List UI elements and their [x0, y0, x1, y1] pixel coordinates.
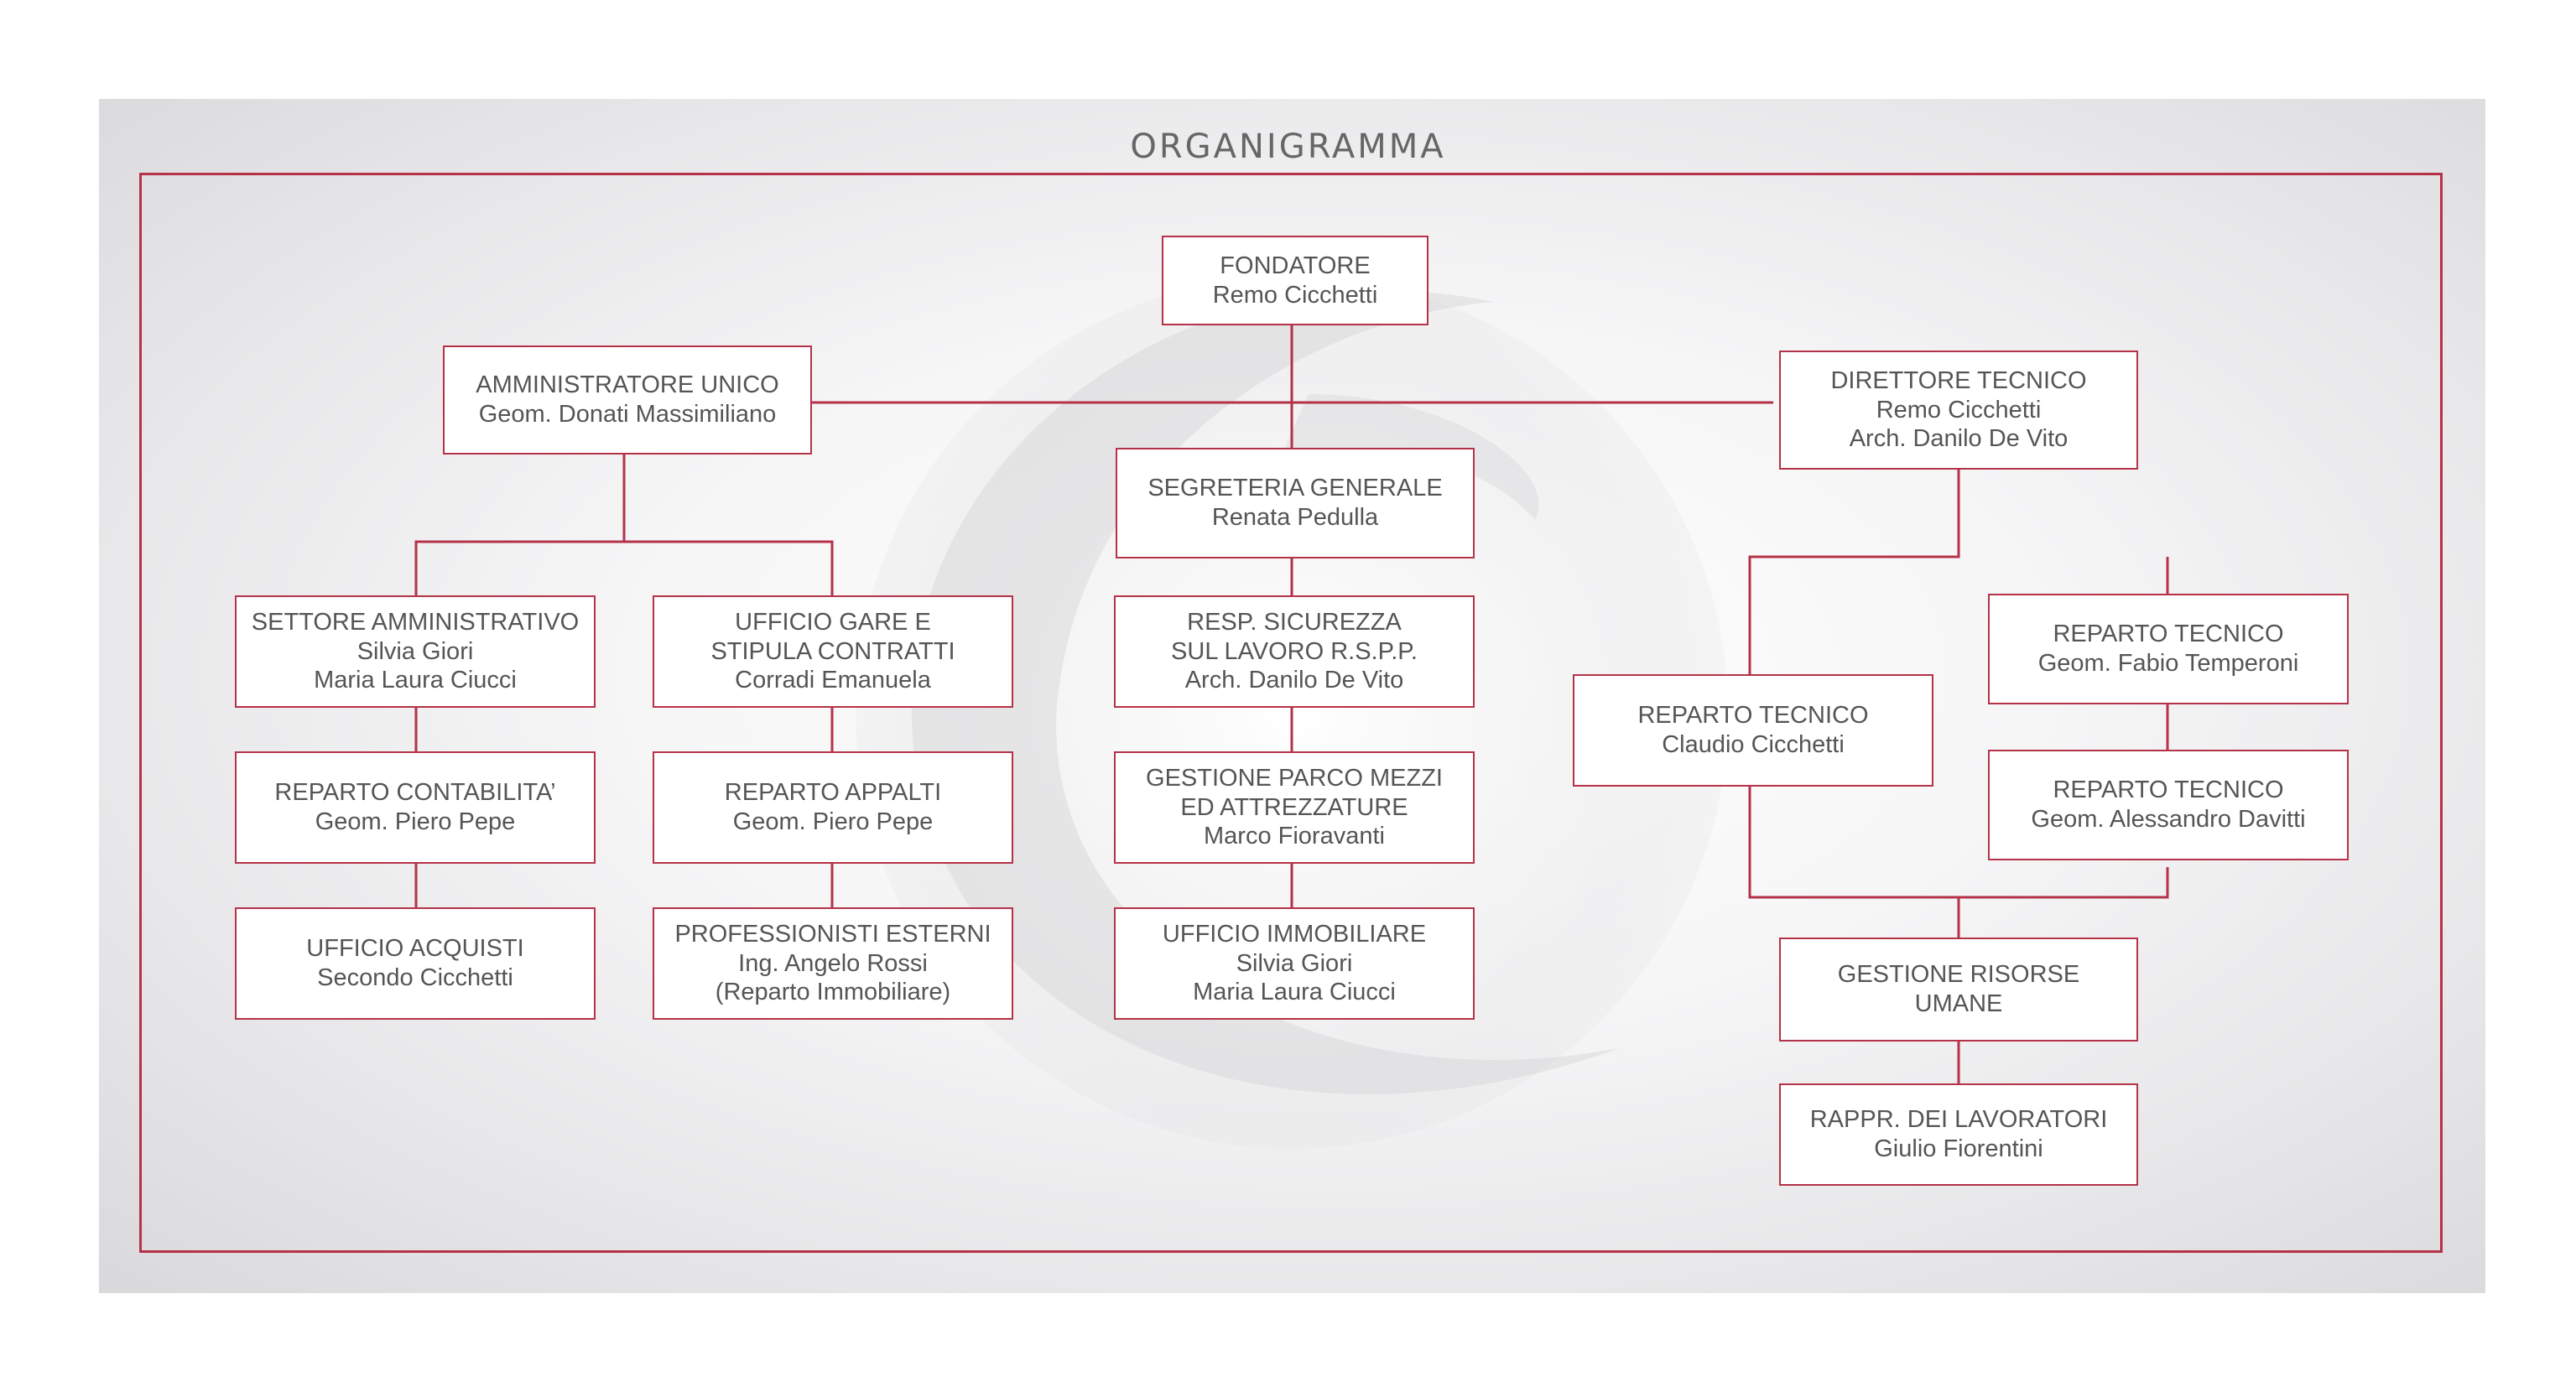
node-ufficio-gare: UFFICIO GARE E STIPULA CONTRATTI Corradi…: [653, 595, 1013, 708]
node-line: ED ATTREZZATURE: [1180, 793, 1408, 821]
node-title: REPARTO TECNICO: [2053, 777, 2284, 804]
node-title: AMMINISTRATORE UNICO: [476, 371, 779, 399]
connector-amministratore: [414, 453, 834, 597]
node-line: Giulio Fiorentini: [1874, 1135, 2043, 1162]
node-title: UFFICIO IMMOBILIARE: [1162, 920, 1427, 948]
node-reparto-tecnico-1: REPARTO TECNICO Claudio Cicchetti: [1573, 674, 1933, 787]
node-segreteria-generale: SEGRETERIA GENERALE Renata Pedulla: [1116, 448, 1475, 558]
node-reparto-tecnico-3: REPARTO TECNICO Geom. Alessandro Davitti: [1988, 750, 2349, 860]
node-line: Silvia Giori: [1236, 949, 1353, 977]
node-title: REPARTO CONTABILITA’: [274, 779, 556, 807]
node-line: SUL LAVORO R.S.P.P.: [1171, 637, 1418, 665]
swirl-inner-arc: [1275, 394, 1539, 520]
node-line: Secondo Cicchetti: [317, 964, 513, 991]
node-fondatore: FONDATORE Remo Cicchetti: [1162, 236, 1429, 325]
node-title: UFFICIO ACQUISTI: [306, 935, 524, 963]
node-line: Arch. Danilo De Vito: [1849, 425, 2069, 453]
node-line: Corradi Emanuela: [735, 667, 931, 694]
node-title: REPARTO APPALTI: [724, 779, 942, 807]
node-line: Geom. Fabio Temperoni: [2037, 650, 2299, 677]
node-title: SEGRETERIA GENERALE: [1147, 475, 1443, 502]
node-ufficio-acquisti: UFFICIO ACQUISTI Secondo Cicchetti: [235, 907, 596, 1020]
node-rappr-lavoratori: RAPPR. DEI LAVORATORI Giulio Fiorentini: [1779, 1083, 2138, 1186]
swirl-crescent: [911, 290, 1619, 1094]
node-line: Ing. Angelo Rossi: [738, 949, 928, 977]
node-amministratore-unico: AMMINISTRATORE UNICO Geom. Donati Massim…: [443, 345, 812, 455]
node-title: UFFICIO GARE E: [735, 608, 931, 636]
node-line: Renata Pedulla: [1211, 504, 1379, 531]
node-line: STIPULA CONTRATTI: [710, 637, 955, 665]
node-title: RESP. SICUREZZA: [1187, 608, 1402, 636]
node-line: Arch. Danilo De Vito: [1184, 667, 1404, 694]
node-gestione-parco-mezzi: GESTIONE PARCO MEZZI ED ATTREZZATURE Mar…: [1114, 751, 1475, 864]
node-line: Claudio Cicchetti: [1662, 731, 1845, 758]
node-reparto-contabilita: REPARTO CONTABILITA’ Geom. Piero Pepe: [235, 751, 596, 864]
node-line: Remo Cicchetti: [1876, 396, 2042, 423]
node-title: REPARTO TECNICO: [2053, 621, 2284, 648]
node-gestione-risorse-umane: GESTIONE RISORSE UMANE: [1779, 938, 2138, 1042]
node-title: DIRETTORE TECNICO: [1830, 366, 2087, 394]
page-title: ORGANIGRAMMA: [1130, 127, 1446, 166]
node-title: PROFESSIONISTI ESTERNI: [674, 920, 991, 948]
chart-frame: [139, 173, 2443, 1253]
node-line: Remo Cicchetti: [1212, 281, 1378, 309]
node-title: RAPPR. DEI LAVORATORI: [1809, 1106, 2108, 1134]
node-line: Geom. Donati Massimiliano: [478, 401, 777, 428]
node-line: Maria Laura Ciucci: [1193, 979, 1396, 1006]
node-title: REPARTO TECNICO: [1637, 702, 1869, 730]
node-line: Geom. Alessandro Davitti: [2031, 806, 2306, 833]
node-line: Marco Fioravanti: [1204, 823, 1385, 850]
node-title: FONDATORE: [1220, 252, 1371, 279]
node-line: Geom. Piero Pepe: [732, 808, 934, 835]
node-reparto-tecnico-2: REPARTO TECNICO Geom. Fabio Temperoni: [1988, 594, 2349, 704]
node-title: GESTIONE RISORSE: [1837, 961, 2080, 989]
node-title: GESTIONE PARCO MEZZI: [1146, 764, 1443, 792]
node-direttore-tecnico: DIRETTORE TECNICO Remo Cicchetti Arch. D…: [1779, 351, 2138, 470]
node-title: SETTORE AMMINISTRATIVO: [251, 608, 580, 636]
node-line: Maria Laura Ciucci: [314, 667, 517, 694]
node-line: Geom. Piero Pepe: [315, 808, 516, 835]
node-line: Silvia Giori: [356, 637, 474, 665]
node-reparto-appalti: REPARTO APPALTI Geom. Piero Pepe: [653, 751, 1013, 864]
node-line: UMANE: [1914, 990, 2003, 1017]
node-resp-sicurezza: RESP. SICUREZZA SUL LAVORO R.S.P.P. Arch…: [1114, 595, 1475, 708]
node-professionisti-esterni: PROFESSIONISTI ESTERNI Ing. Angelo Rossi…: [653, 907, 1013, 1020]
node-line: (Reparto Immobiliare): [715, 979, 951, 1006]
node-settore-amministrativo: SETTORE AMMINISTRATIVO Silvia Giori Mari…: [235, 595, 596, 708]
node-ufficio-immobiliare: UFFICIO IMMOBILIARE Silvia Giori Maria L…: [1114, 907, 1475, 1020]
